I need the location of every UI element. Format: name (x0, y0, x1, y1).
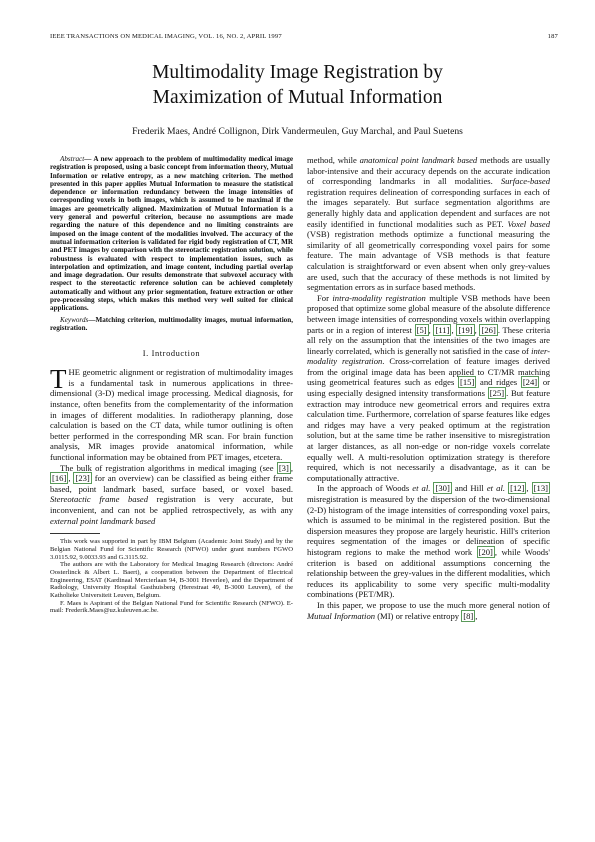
drop-cap: T (50, 364, 67, 395)
title-line-1: Multimodality Image Registration by (152, 62, 443, 83)
right-column: method, while anatomical point landmark … (307, 155, 550, 622)
abstract-label: Abstract (60, 155, 85, 163)
running-header: IEEE TRANSACTIONS ON MEDICAL IMAGING, VO… (50, 33, 558, 43)
citation-link[interactable]: [23] (73, 472, 92, 485)
text-run: (MI) or relative entropy (375, 610, 462, 621)
text-run: and Hill (451, 483, 487, 494)
intro-paragraph-3: method, while anatomical point landmark … (307, 155, 550, 293)
citation-link[interactable]: [11] (433, 323, 452, 336)
citation-link[interactable]: [15] (458, 376, 477, 389)
paper-title: Multimodality Image Registration by Maxi… (40, 60, 555, 110)
emphasis: Voxel based (507, 218, 550, 229)
citation-link[interactable]: [19] (456, 323, 475, 336)
text-run: , (451, 324, 457, 335)
text-run: The bulk of registration algorithms in m… (60, 462, 277, 473)
citation-link[interactable]: [30] (433, 482, 452, 495)
text-run: , (290, 462, 293, 473)
emphasis: et al. (412, 483, 431, 494)
text-run: multiple VSB methods have been proposed … (307, 292, 551, 335)
page-number: 187 (547, 33, 558, 40)
text-run: , (474, 324, 480, 335)
footnote-affiliation: The authors are with the Laboratory for … (50, 561, 293, 600)
title-line-2: Maximization of Mutual Information (152, 87, 443, 108)
citation-link[interactable]: [26] (479, 323, 498, 336)
citation-link[interactable]: [25] (487, 387, 507, 400)
text-run: For (317, 292, 333, 303)
text-run: , (68, 473, 74, 484)
footnote-rule (50, 533, 100, 535)
journal-header: IEEE TRANSACTIONS ON MEDICAL IMAGING, VO… (50, 33, 282, 40)
emphasis: inter-modality registration (307, 345, 550, 367)
keywords: Keywords—Matching criterion, multimodali… (50, 316, 293, 333)
author-list: Frederik Maes, André Collignon, Dirk Van… (132, 126, 463, 137)
citation-link[interactable]: [12] (508, 482, 527, 495)
left-column: Abstract— A new approach to the problem … (50, 155, 293, 615)
section-heading: I. Introduction (142, 349, 201, 359)
text-run: (VSB) registration methods optimize a fu… (307, 229, 550, 293)
citation-link[interactable]: [5] (414, 323, 429, 336)
text-run: , while Woods' criterion is based on add… (307, 546, 550, 600)
intro-paragraph-6: In this paper, we propose to use the muc… (307, 599, 550, 622)
text-run: registration requires delineation of cor… (307, 186, 550, 229)
emphasis: intra-modality registration (332, 292, 426, 303)
emphasis: external point landmark based (50, 515, 156, 526)
keywords-label: Keywords (60, 315, 89, 324)
intro-paragraph-2: The bulk of registration algorithms in m… (50, 461, 293, 527)
text-run: registration is very accurate, but incon… (50, 494, 293, 515)
citation-link[interactable]: [24] (520, 376, 540, 389)
citation-link[interactable]: [20] (476, 545, 495, 558)
intro-paragraph-5: In the approach of Woods et al. [30] and… (307, 482, 550, 600)
text-run: methods are usually labor-intensive and … (307, 155, 550, 187)
text-run: , (428, 324, 434, 335)
emphasis: Stereotactic frame based (50, 494, 149, 505)
intro-paragraph-4: For intra-modality registration multiple… (307, 293, 550, 484)
citation-link[interactable]: [16] (50, 472, 69, 485)
emphasis: Surface-based (500, 176, 550, 187)
text-run: or using especially designed intensity t… (307, 377, 550, 399)
emphasis: Mutual Information (307, 610, 376, 621)
text-run: method, while (307, 155, 360, 165)
text-run: , (475, 610, 478, 621)
text-run: and ridges (476, 377, 521, 388)
citation-link[interactable]: [3] (276, 461, 291, 474)
intro-paragraph-1-text: HE geometric alignment or registration o… (50, 367, 293, 462)
text-run: . Cross-correlation of feature images de… (307, 356, 550, 388)
text-run: . These criteria all rely on the assumpt… (307, 324, 551, 356)
keywords-text: —Matching criterion, multimodality image… (50, 315, 293, 332)
text-run: . But feature extraction may introduce n… (307, 388, 551, 483)
text-run: for an overview) can be classified as be… (50, 473, 293, 494)
text-run: misregistration is measured by the dispe… (307, 494, 550, 557)
text-run: In the approach of Woods (317, 483, 413, 494)
citation-link[interactable]: [8] (461, 609, 476, 622)
citation-link[interactable]: [13] (531, 482, 550, 495)
footnote-funding: This work was supported in part by IBM B… (50, 538, 293, 561)
emphasis: et al. (486, 483, 505, 494)
footnote-contact: F. Maes is Aspirant of the Belgian Natio… (50, 599, 293, 615)
abstract: Abstract— A new approach to the problem … (50, 155, 293, 313)
text-run: In this paper, we propose to use the muc… (317, 599, 550, 610)
text-run: , (526, 483, 532, 494)
abstract-text: — A new approach to the problem of multi… (50, 155, 293, 313)
emphasis: anatomical point landmark based (359, 155, 478, 165)
